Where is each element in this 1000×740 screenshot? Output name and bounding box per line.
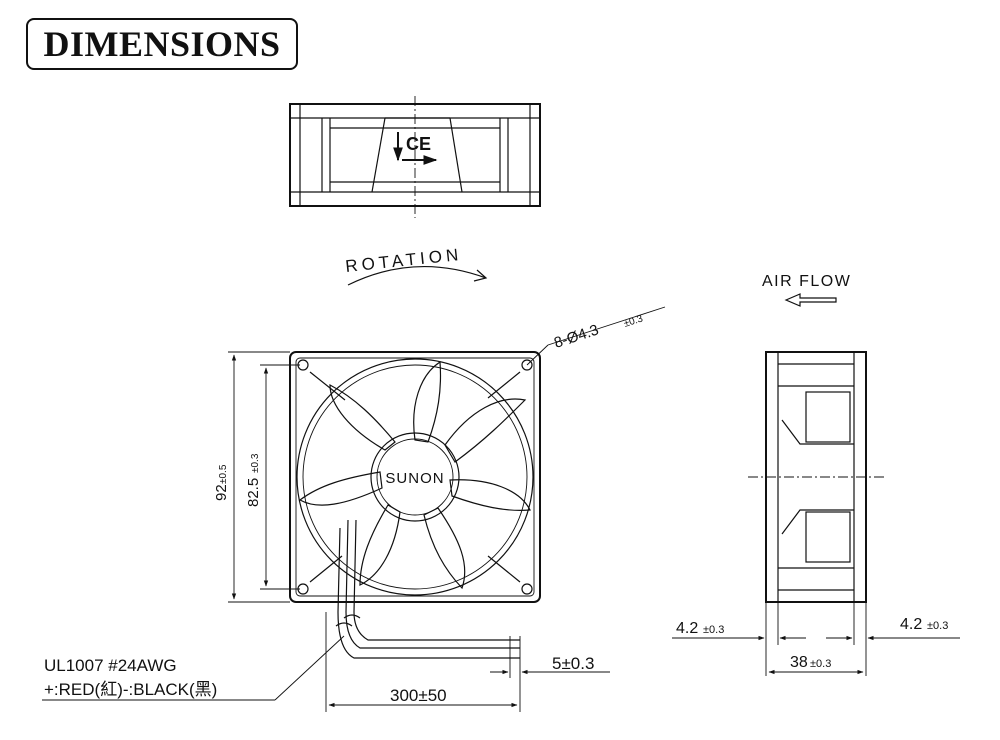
- hole-pitch-main: 82.5: [245, 478, 262, 507]
- hole-callout-main: 8-Ø4.3: [552, 321, 601, 351]
- airflow-indicator: AIR FLOW: [762, 273, 851, 307]
- strip-length-label: 5±0.3: [552, 654, 594, 673]
- depth-tol: ±0.3: [810, 658, 831, 670]
- fan-hub: [370, 432, 460, 522]
- dimension-flange-right: 4.2 ±0.3: [826, 602, 960, 676]
- rotation-label: ROTATION: [344, 245, 463, 276]
- ce-mark: CE: [406, 134, 431, 154]
- airflow-arrow-icon: [784, 293, 837, 307]
- height-outer-main: 92: [213, 484, 230, 501]
- dimension-flange-left: 4.2 ±0.3: [672, 602, 806, 676]
- wire-spec-label: UL1007 #24AWG: [44, 656, 177, 675]
- front-view: SUNON: [289, 351, 541, 659]
- dimension-height-outer: 92 ±0.5: [213, 351, 290, 603]
- dimension-depth: 38 ±0.3: [768, 654, 864, 675]
- depth-main: 38: [790, 654, 808, 671]
- fan-frame: [289, 351, 541, 603]
- hole-pitch-tol: ±0.3: [250, 453, 261, 473]
- fan-blades: [298, 360, 531, 590]
- height-outer-tol: ±0.5: [218, 464, 229, 484]
- brand-label: SUNON: [385, 470, 444, 487]
- page-title: DIMENSIONS: [26, 18, 298, 70]
- top-view: CE: [289, 96, 541, 218]
- flange-left-tol: ±0.3: [703, 624, 724, 636]
- mounting-hole: [521, 583, 533, 595]
- flange-right-tol: ±0.3: [927, 620, 948, 632]
- rotation-arc: [347, 265, 487, 286]
- dimension-strip-length: 5±0.3: [490, 636, 610, 712]
- fan-venturi: [296, 358, 534, 596]
- airflow-label: AIR FLOW: [762, 273, 851, 290]
- flange-right-main: 4.2: [900, 616, 922, 633]
- wire-spec: UL1007 #24AWG +:RED(紅)-:BLACK(黑): [42, 635, 345, 701]
- mounting-hole: [521, 359, 533, 371]
- flange-left-main: 4.2: [676, 620, 698, 637]
- rotation-indicator: ROTATION: [344, 245, 488, 286]
- lead-length-label: 300±50: [390, 686, 447, 705]
- hole-callout: 8-Ø4.3 ±0.3: [526, 306, 666, 366]
- wire-colors-label: +:RED(紅)-:BLACK(黑): [44, 680, 217, 699]
- lead-wires: [335, 519, 520, 659]
- dimension-lead-length: 300±50: [325, 612, 518, 712]
- side-view: [748, 351, 884, 603]
- dimension-hole-pitch: 82.5 ±0.3: [245, 364, 300, 590]
- hole-callout-tol: ±0.3: [623, 313, 645, 330]
